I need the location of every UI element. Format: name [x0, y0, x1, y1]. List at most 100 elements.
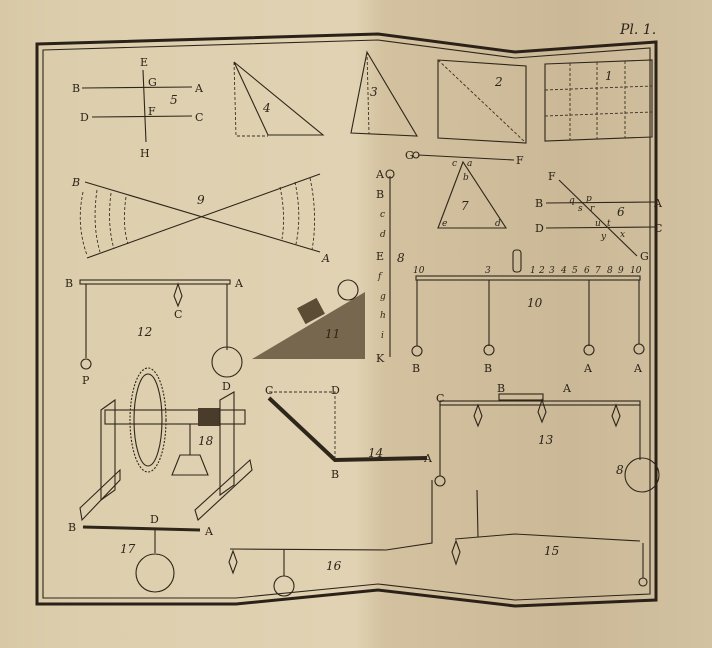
figure-label: B: [72, 82, 80, 95]
figure-14: C D B A 14: [265, 384, 433, 481]
figure-label: 8: [397, 251, 405, 265]
figure-label: B: [535, 197, 543, 210]
figure-label: d: [380, 230, 386, 240]
figure-label: G: [148, 76, 157, 89]
figure-label: B: [376, 188, 384, 201]
figure-label: 5: [572, 266, 578, 276]
figure-label: 9: [618, 266, 624, 276]
figure-label: A: [562, 382, 572, 395]
figure-label: B: [68, 521, 76, 534]
figure-label: y: [600, 232, 607, 242]
figure-11: 11: [252, 279, 365, 359]
figure-label: A: [321, 252, 330, 265]
figure-10: 10 3 1 2 3 4 5 6 7 8 9 10 B B A A 10: [411, 249, 645, 375]
figure-label: B: [412, 362, 420, 375]
figure-label: u: [595, 219, 601, 229]
figure-label: i: [381, 331, 384, 341]
figure-label: A: [375, 168, 385, 181]
figure-label: B: [484, 362, 492, 375]
figure-1: 1: [544, 59, 653, 142]
figure-label: 15: [544, 544, 559, 558]
figure-label: G: [405, 149, 414, 162]
figure-9: B A 9: [71, 173, 330, 265]
figure-3: 3: [350, 50, 418, 137]
figure-label: K: [376, 352, 385, 365]
figure-label: D: [150, 513, 159, 526]
figure-13: C B A 13 8: [434, 382, 660, 493]
figure-label: 12: [137, 325, 152, 339]
figure-label: A: [583, 362, 593, 375]
figure-label: 5: [170, 93, 178, 107]
figure-label: s: [578, 204, 583, 214]
figure-4: 4: [233, 61, 325, 137]
figure-label: 3: [370, 85, 378, 99]
figure-label: C: [436, 392, 444, 405]
figure-label: C: [654, 222, 662, 235]
figure-label: 7: [595, 266, 601, 276]
figure-7: G F c a b e d 7: [405, 149, 524, 229]
figure-6: F B A D C G q p s r u t y x 6: [535, 170, 663, 263]
figure-label: p: [586, 194, 592, 204]
figure-label: 2: [538, 266, 545, 276]
figure-label: 2: [494, 75, 503, 89]
figure-label: D: [80, 111, 89, 124]
figure-label: D: [222, 380, 231, 393]
figure-15: 15: [451, 489, 648, 587]
figure-label: A: [234, 277, 244, 290]
figure-label: A: [194, 82, 204, 95]
figure-label: E: [376, 250, 384, 263]
figure-label: 16: [326, 559, 342, 573]
figure-label: c: [452, 159, 457, 169]
figure-label: 10: [630, 266, 642, 276]
figure-label: 8: [607, 266, 613, 276]
figure-label: F: [516, 154, 524, 167]
figure-label: 13: [538, 433, 554, 447]
figure-label: 4: [262, 101, 271, 115]
plate-border: [35, 32, 658, 608]
figure-label: e: [442, 219, 447, 229]
figure-label: 3: [549, 266, 555, 276]
figure-8-scale: A B c d E f g h i K 8: [375, 168, 405, 365]
figure-label: f: [377, 272, 383, 282]
figure-label: 6: [617, 205, 625, 219]
figure-label: B: [331, 468, 339, 481]
figure-16: 16: [228, 480, 433, 597]
figure-18: 18: [79, 367, 253, 522]
figure-label: A: [633, 362, 643, 375]
figure-label: t: [607, 219, 611, 229]
figure-label: F: [548, 170, 556, 183]
figure-label: A: [423, 452, 433, 465]
figure-label: H: [140, 147, 150, 160]
figure-label: 14: [368, 446, 383, 460]
figure-label: a: [467, 159, 472, 169]
figure-label: 6: [584, 266, 590, 276]
figure-label: D: [535, 222, 544, 235]
figure-label: 3: [485, 266, 491, 276]
figure-label: c: [380, 210, 385, 220]
figure-label: F: [148, 105, 156, 118]
figure-label: 9: [197, 193, 205, 207]
figure-label: C: [174, 308, 182, 321]
figure-label: A: [204, 525, 214, 538]
figure-label: 4: [560, 266, 567, 276]
figure-label: 1: [530, 266, 536, 276]
figure-5: E G A B F C D H 5: [72, 56, 204, 160]
figure-label: 10: [527, 296, 543, 310]
plate-label: Pl. 1.: [619, 22, 656, 38]
figure-label: B: [497, 382, 505, 395]
figure-12: B A C P D 12: [65, 277, 244, 393]
figure-label: h: [380, 311, 386, 321]
figure-label: D: [331, 384, 340, 397]
figure-label: d: [495, 219, 501, 229]
figure-label: C: [195, 111, 203, 124]
figure-label: b: [463, 173, 469, 183]
figure-label: 10: [413, 266, 425, 276]
figure-label: 8: [616, 463, 624, 477]
figure-label: G: [640, 250, 649, 263]
figure-label: 1: [605, 69, 613, 83]
figure-label: 18: [198, 434, 214, 448]
figure-label: x: [620, 230, 625, 240]
figure-2: 2: [437, 59, 527, 144]
